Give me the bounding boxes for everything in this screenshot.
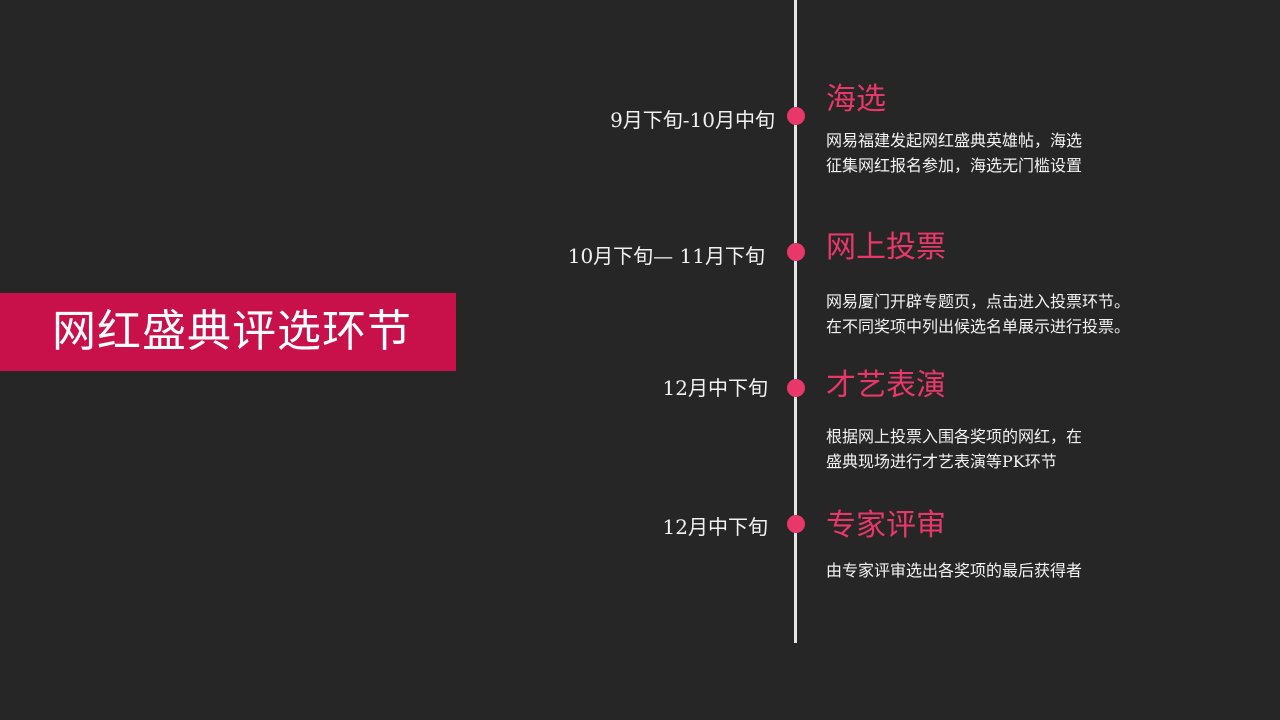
stage-2-desc-line-1: 网易厦门开辟专题页，点击进入投票环节。 — [826, 292, 1131, 311]
timeline-line — [794, 0, 797, 643]
stage-2-date: 10月下旬— 11月下旬 — [567, 244, 765, 268]
stage-1-desc-line-1: 网易福建发起网红盛典英雄帖，海选 — [826, 131, 1083, 150]
stage-1-description: 网易福建发起网红盛典英雄帖，海选 征集网红报名参加，海选无门槛设置 — [826, 128, 1186, 178]
stage-4-date: 12月中下旬 — [662, 515, 768, 539]
stage-4-description: 由专家评审选出各奖项的最后获得者 — [826, 558, 1186, 583]
stage-4-dot — [787, 515, 805, 533]
stage-2-desc-line-2: 在不同奖项中列出候选名单展示进行投票。 — [826, 317, 1131, 336]
stage-2-description: 网易厦门开辟专题页，点击进入投票环节。 在不同奖项中列出候选名单展示进行投票。 — [826, 289, 1186, 339]
stage-3-dot — [787, 379, 805, 397]
title-band: 网红盛典评选环节 — [0, 293, 456, 371]
stage-1-date: 9月下旬-10月中旬 — [610, 108, 775, 132]
stage-1-dot — [787, 107, 805, 125]
stage-4-desc-line-1: 由专家评审选出各奖项的最后获得者 — [826, 561, 1083, 580]
stage-4-heading: 专家评审 — [826, 508, 946, 543]
stage-3-date: 12月中下旬 — [662, 376, 768, 400]
stage-3-description: 根据网上投票入围各奖项的网红，在 盛典现场进行才艺表演等PK环节 — [826, 424, 1186, 474]
stage-2-heading: 网上投票 — [826, 230, 946, 265]
stage-3-desc-line-2: 盛典现场进行才艺表演等PK环节 — [826, 452, 1057, 471]
stage-1-heading: 海选 — [826, 82, 886, 117]
stage-3-desc-line-1: 根据网上投票入围各奖项的网红，在 — [826, 427, 1083, 446]
stage-3-heading: 才艺表演 — [826, 368, 946, 403]
stage-2-dot — [787, 243, 805, 261]
stage-1-desc-line-2: 征集网红报名参加，海选无门槛设置 — [826, 156, 1083, 175]
slide-title: 网红盛典评选环节 — [52, 306, 412, 357]
